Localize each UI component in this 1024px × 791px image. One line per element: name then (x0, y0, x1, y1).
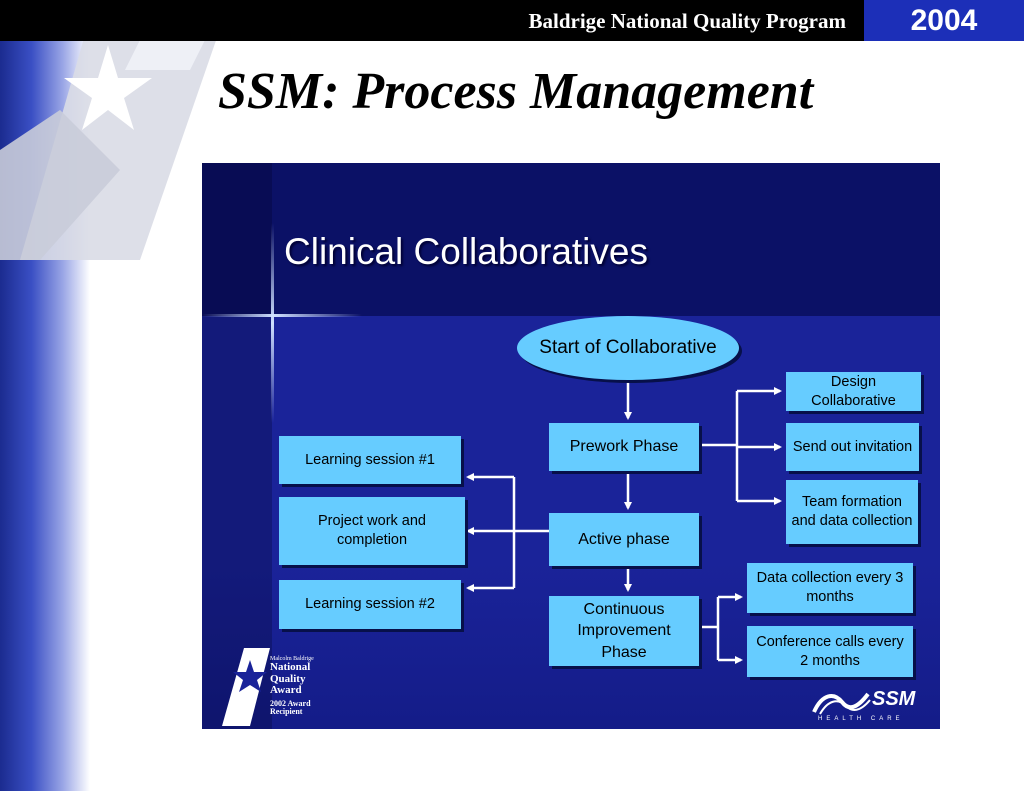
award-recipient: Recipient (270, 707, 303, 717)
award-award: Award (270, 684, 302, 697)
learning-session-2-box: Learning session #2 (279, 580, 461, 629)
panel-title: Clinical Collaboratives (284, 231, 648, 272)
panel-left-strip (202, 163, 272, 729)
year-badge: 2004 (864, 0, 1024, 41)
program-title: Baldrige National Quality Program (528, 9, 846, 33)
ssm-logo-text: SSM (872, 688, 916, 710)
slide-title: SSM: Process Management (218, 63, 814, 120)
active-box: Active phase (549, 513, 699, 566)
panel-title-area (202, 163, 940, 316)
award-national: National (270, 661, 311, 674)
sparkle-vertical (271, 223, 274, 423)
send-out-box: Send out invitation (786, 423, 919, 471)
header-bar (0, 0, 1024, 41)
learning-session-1-box: Learning session #1 (279, 436, 461, 484)
award-star-emblem (222, 648, 270, 726)
award-malcolm: Malcolm Baldrige (270, 656, 314, 662)
prework-box: Prework Phase (549, 423, 699, 471)
sparkle-horizontal (202, 314, 362, 317)
award-quality: Quality (270, 672, 306, 685)
conference-calls-box: Conference calls every 2 months (747, 626, 913, 677)
team-box: Team formation and data collection (786, 480, 918, 544)
ssm-swoosh-icon (812, 692, 871, 715)
ssm-logo-subtitle: HEALTH CARE (818, 716, 904, 722)
award-year: 2002 Award (270, 698, 311, 708)
award-logo-text: Malcolm Baldrige National Quality Award … (270, 656, 314, 717)
design-box: Design Collaborative (786, 372, 921, 411)
project-work-box: Project work and completion (279, 497, 465, 565)
start-oval: Start of Collaborative (517, 316, 739, 380)
continuous-box: Continuous Improvement Phase (549, 596, 699, 666)
data-collection-box: Data collection every 3 months (747, 563, 913, 613)
